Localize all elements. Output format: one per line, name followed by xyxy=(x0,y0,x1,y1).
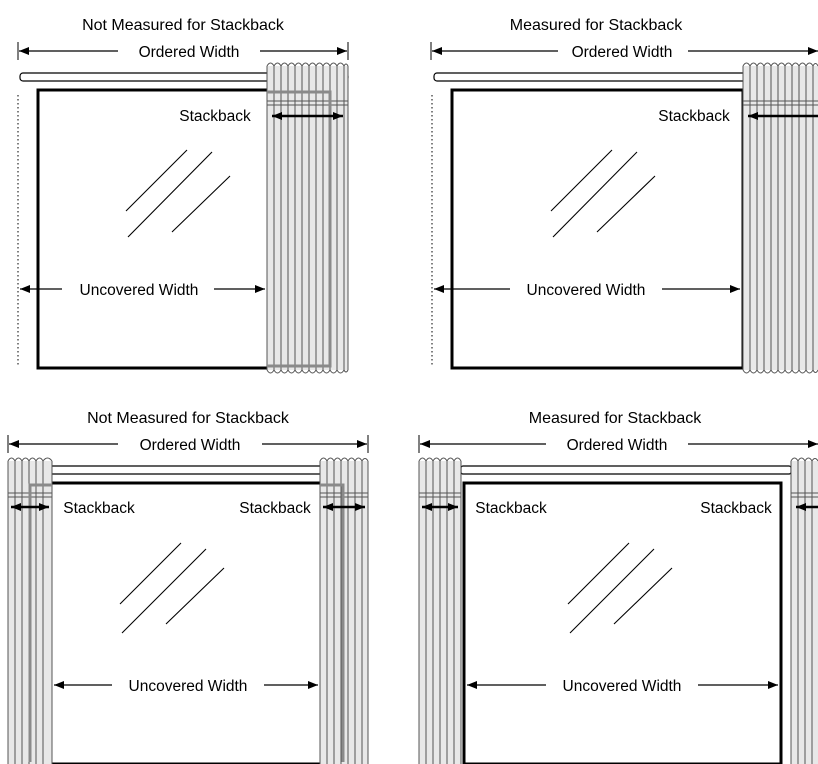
uncovered-width-label: Uncovered Width xyxy=(129,678,248,695)
stackback-label-bg-right xyxy=(232,497,318,519)
ordered-width-label: Ordered Width xyxy=(572,44,673,61)
panel-not-measured-top: Not Measured for Stackback Ordered Width xyxy=(17,17,349,374)
glass-reflection-icon xyxy=(119,542,225,634)
curtain-stack-left xyxy=(418,457,462,764)
panel-not-measured-bottom: Not Measured for Stackback Ordered Width xyxy=(7,410,369,764)
stackback-label-left: Stackback xyxy=(63,500,135,517)
curtain-stack-left xyxy=(7,457,53,764)
panel-title: Measured for Stackback xyxy=(529,410,703,427)
panel-title: Measured for Stackback xyxy=(510,17,684,34)
stackback-label: Stackback xyxy=(658,108,730,125)
window-outline-behind-stack xyxy=(267,90,332,368)
curtain-stack xyxy=(742,62,818,374)
stackback-label: Stackback xyxy=(179,108,251,125)
panel-measured-bottom: Measured for Stackback Ordered Width xyxy=(418,410,818,764)
panel-title: Not Measured for Stackback xyxy=(87,410,290,427)
stackback-label-right: Stackback xyxy=(700,500,772,517)
glass-reflection-icon xyxy=(550,149,656,238)
curtain-stack-right xyxy=(319,457,369,764)
panel-title: Not Measured for Stackback xyxy=(82,17,285,34)
stackback-label-bg-right xyxy=(693,497,779,519)
window-frame xyxy=(450,88,745,370)
stackback-label-bg-left xyxy=(468,497,554,519)
uncovered-width-label: Uncovered Width xyxy=(527,282,646,299)
stackback-label-right: Stackback xyxy=(239,500,311,517)
window-frame xyxy=(462,481,783,764)
stackback-label-bg-left xyxy=(56,497,142,519)
window-outline-behind-stack xyxy=(320,483,345,762)
uncovered-width-label: Uncovered Width xyxy=(80,282,199,299)
curtain-stack xyxy=(266,62,349,374)
curtain-rod xyxy=(39,465,333,475)
curtain-stack-right xyxy=(790,457,818,764)
stackback-label-bg xyxy=(170,104,262,126)
curtain-rod xyxy=(460,465,792,475)
stackback-label-left: Stackback xyxy=(475,500,547,517)
ordered-width-label: Ordered Width xyxy=(567,437,668,454)
panel-measured-top: Measured for Stackback Ordered Width xyxy=(430,17,818,374)
glass-reflection-icon xyxy=(567,542,673,634)
curtain-rod xyxy=(433,72,818,82)
window-outline-behind-stack xyxy=(28,483,52,762)
stackback-label-bg xyxy=(650,104,738,126)
glass-reflection-icon xyxy=(125,149,231,238)
ordered-width-label: Ordered Width xyxy=(139,44,240,61)
ordered-width-label: Ordered Width xyxy=(140,437,241,454)
window-frame xyxy=(26,481,345,764)
uncovered-width-label: Uncovered Width xyxy=(563,678,682,695)
